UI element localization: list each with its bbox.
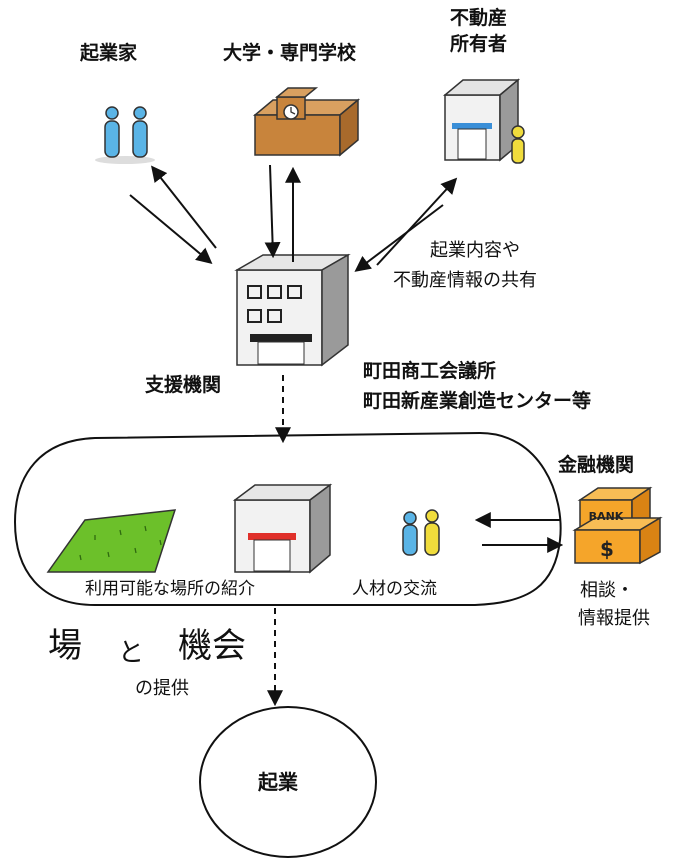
sharing-note-line1: 起業内容や xyxy=(430,240,520,261)
finance-note-line2: 情報提供 xyxy=(578,608,650,629)
opportunity-capsule-outline xyxy=(13,431,562,606)
opportunity-title-part1: 場 xyxy=(48,626,82,666)
people-exchange-label: 人材の交流 xyxy=(352,579,437,599)
opportunity-title-sub: の提供 xyxy=(135,678,189,699)
bank-dollar-symbol: $ xyxy=(600,537,614,561)
place-intro-label: 利用可能な場所の紹介 xyxy=(85,579,255,599)
support-institution-label: 支援機関 xyxy=(145,374,222,396)
support-orgs-line2: 町田新産業創造センター等 xyxy=(363,390,592,412)
property-owner-label-line1: 不動産 xyxy=(450,7,508,29)
opportunity-title-part2: と xyxy=(118,638,145,668)
people-exchange-icon xyxy=(402,509,440,556)
support-institution-building-icon xyxy=(234,253,351,367)
finance-note-line1: 相談・ xyxy=(580,580,634,601)
available-place-field-icon xyxy=(46,509,177,573)
property-owner-label-line2: 所有者 xyxy=(450,33,508,55)
shop-building-icon xyxy=(232,483,333,574)
university-label: 大学・専門学校 xyxy=(223,42,357,64)
actor-support-arrows xyxy=(129,164,458,444)
goal-circle xyxy=(199,706,377,858)
bank-exchange-arrows xyxy=(474,512,564,553)
entrepreneur-people-icon xyxy=(95,106,155,164)
sharing-note-line2: 不動産情報の共有 xyxy=(393,270,537,291)
bank-sign-text: BANK xyxy=(589,510,624,523)
opportunity-title-part3: 機会 xyxy=(178,626,246,666)
property-building-icon xyxy=(442,78,525,164)
bank-icon: BANK $ xyxy=(572,486,663,565)
finance-label: 金融機関 xyxy=(558,454,635,476)
school-building-icon xyxy=(252,87,361,157)
goal-label: 起業 xyxy=(258,770,298,794)
entrepreneur-label: 起業家 xyxy=(80,42,138,64)
support-orgs-line1: 町田商工会議所 xyxy=(363,360,497,382)
